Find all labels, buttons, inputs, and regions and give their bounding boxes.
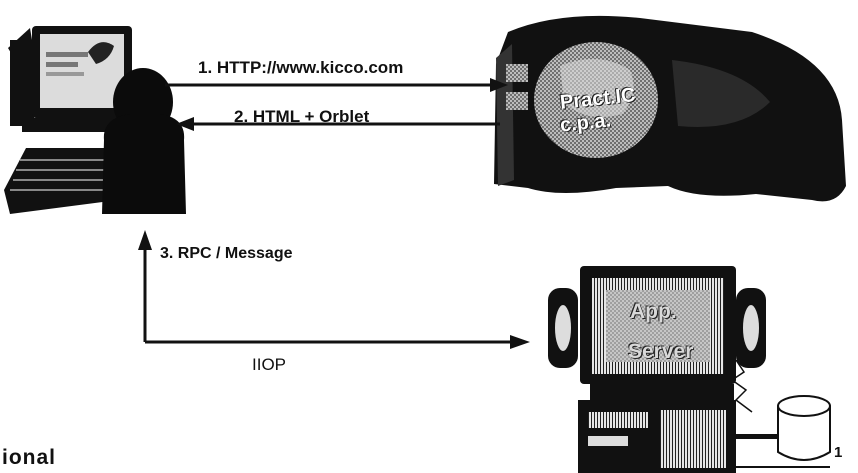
arrow-html-response [176,117,500,131]
app-server-label-line2: Server [628,340,694,363]
rpc-message-label: 3. RPC / Message [160,245,293,262]
arrow-rpc-message [138,230,152,342]
page-number: 1 [834,444,843,461]
html-response-label: 2. HTML + Orblet [234,107,370,126]
arrow-http-request [165,78,508,92]
client-workstation-icon [4,26,186,214]
web-server-icon [494,15,846,202]
arrow-iiop [145,335,530,349]
app-server-icon [548,266,831,473]
http-request-label: 1. HTTP://www.kicco.com [198,58,404,77]
app-server-label-line1: App. [630,300,677,323]
footer-left-text: ional [2,446,57,469]
iiop-label: IIOP [252,355,287,374]
